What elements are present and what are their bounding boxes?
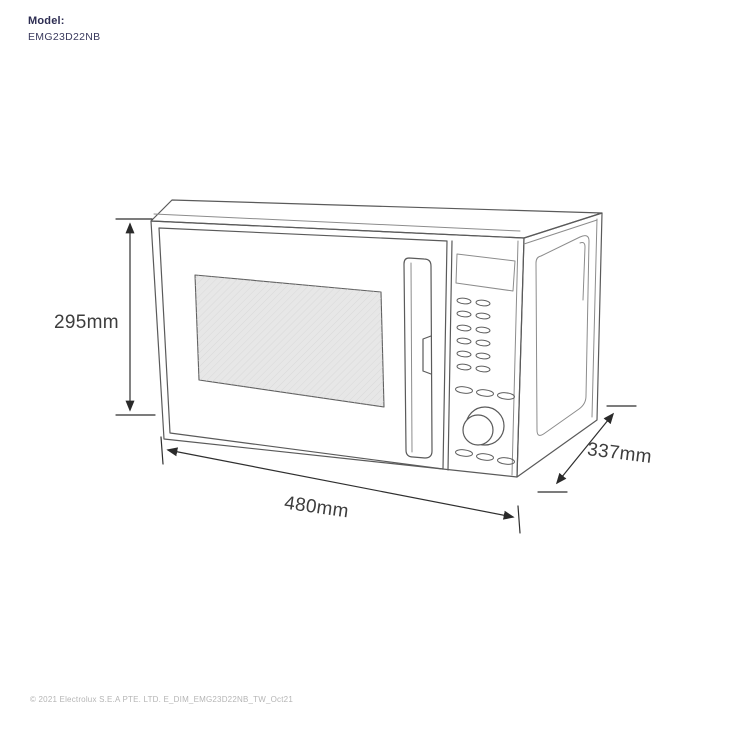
dimension-height (115, 218, 156, 416)
right-back-chamfer (591, 218, 598, 418)
copyright-note: © 2021 Electrolux S.E.A PTE. LTD. E_DIM_… (30, 695, 293, 704)
microwave-body (150, 199, 603, 478)
door-window (194, 274, 385, 408)
model-label: Model: (28, 15, 65, 27)
top-edge-chamfer (153, 213, 521, 232)
control-panel-left-edge (447, 240, 453, 471)
rotary-knob (462, 406, 505, 446)
display-screen (455, 253, 516, 292)
top-face (150, 199, 603, 239)
model-block: Model: EMG23D22NB (28, 15, 100, 44)
dimension-depth (537, 405, 637, 493)
model-number: EMG23D22NB (28, 30, 101, 43)
door-handle (403, 257, 433, 459)
control-panel (455, 253, 516, 465)
dimension-width (160, 436, 521, 534)
height-dimension-label: 295mm (54, 312, 119, 333)
side-recess-panel (535, 235, 590, 436)
right-top-chamfer (523, 219, 598, 245)
front-right-chamfer (511, 240, 519, 476)
